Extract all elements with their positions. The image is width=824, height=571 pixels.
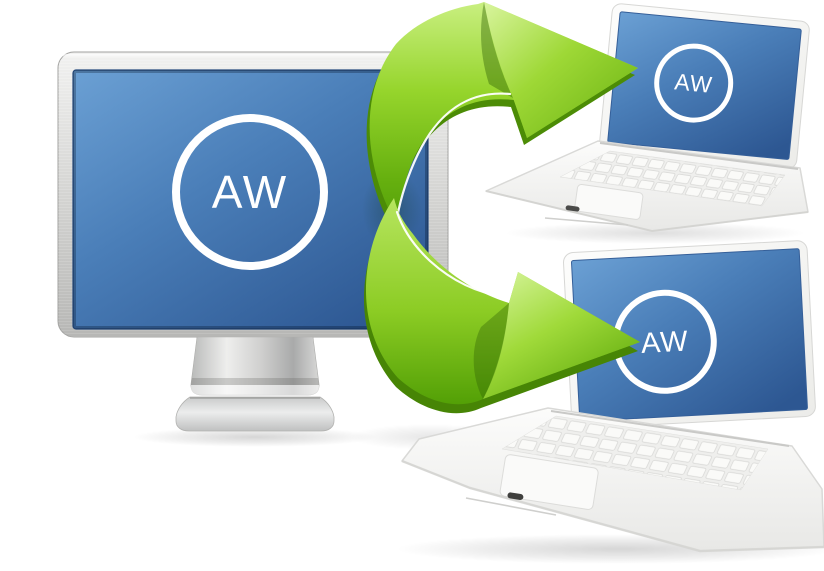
laptop-bottom-hinge: [550, 410, 790, 447]
monitor-shadow: [133, 427, 377, 447]
aw-logo-ring-monitor: [172, 114, 328, 270]
sync-arrows: [363, 2, 640, 414]
arrow-top-highlight: [395, 92, 512, 220]
monitor-screen: [72, 69, 429, 330]
aw-logo-text-laptop-bottom: AW: [640, 326, 689, 360]
laptop-top: AW: [485, 3, 810, 233]
monitor-stand-base: [175, 396, 335, 432]
arrow-bottom-fold-shadow: [473, 303, 509, 399]
monitor-stand-neck-shine: [190, 385, 320, 395]
laptop-top-trackpad: [574, 184, 644, 220]
laptop-top-slot: [544, 217, 629, 226]
laptop-top-shadow: [505, 222, 805, 244]
arrow-top-head: [484, 2, 638, 138]
monitor-bezel-highlight: [62, 54, 444, 57]
aw-logo-text-monitor: AW: [212, 166, 288, 218]
laptop-top-hinge: [599, 142, 799, 170]
arrow-bottom-highlight: [395, 210, 507, 299]
laptop-bottom-front-edge: [401, 459, 824, 553]
laptop-top-lid: AW: [599, 3, 810, 169]
aw-logo-text-laptop-top: AW: [673, 68, 714, 98]
laptop-top-front-edge: [485, 190, 809, 233]
desktop-monitor: AW: [57, 51, 449, 432]
monitor-stand-neck-shade: [191, 378, 319, 385]
laptop-top-keyboard: [559, 150, 786, 207]
laptop-top-latch: [565, 205, 580, 212]
monitor-screen-inner-shadow: [73, 70, 428, 329]
laptop-bottom-slot: [465, 497, 557, 516]
laptop-bottom-latch: [507, 492, 524, 500]
arrow-bottom-head: [483, 272, 640, 399]
arrow-top-fold-shadow: [481, 2, 513, 98]
sync-arrow-down-icon: [363, 198, 640, 414]
laptop-bottom-trackpad: [499, 454, 599, 510]
sync-arrow-up-icon: [366, 2, 638, 231]
aw-logo-ring-laptop-top: [654, 43, 734, 123]
laptop-bottom-keyboard: [501, 415, 769, 491]
